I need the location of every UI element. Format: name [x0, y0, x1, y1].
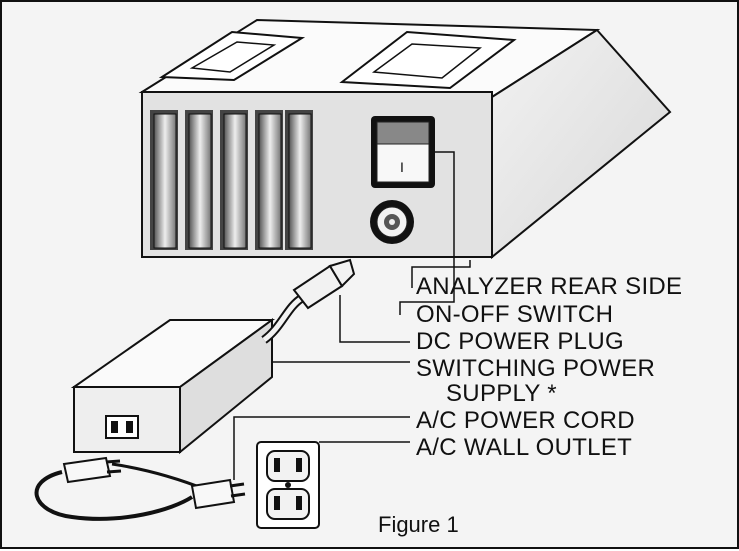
wall-outlet: [256, 441, 320, 529]
fin: [285, 110, 313, 250]
fin: [185, 110, 213, 250]
power-supply-brick: [70, 318, 276, 455]
ac-power-cord: [34, 456, 246, 521]
leader-cord: [233, 416, 410, 480]
heat-sink-fins: [150, 110, 313, 250]
leader-dc-plug: [339, 295, 410, 343]
on-off-switch-graphic: I: [371, 116, 435, 188]
top-vent-right-inner: [371, 43, 483, 79]
top-vent-left-inner: [189, 41, 277, 73]
fin: [255, 110, 283, 250]
dc-power-jack: [370, 200, 414, 244]
leader-lines: [233, 151, 471, 480]
label-ac-power-cord: A/C POWER CORD: [416, 407, 635, 434]
leader-analyzer: [411, 260, 471, 288]
label-analyzer-rear-side: ANALYZER REAR SIDE: [416, 273, 683, 300]
psu-ac-inlet: [105, 415, 139, 439]
label-supply-note: SUPPLY *: [446, 380, 557, 407]
ac-cord-plug-left: [62, 456, 112, 484]
fin: [150, 110, 178, 250]
label-switching-power-supply: SWITCHING POWER: [416, 355, 656, 382]
label-on-off-switch: ON-OFF SWITCH: [416, 301, 614, 328]
figure-caption: Figure 1: [378, 512, 459, 537]
ac-cord-plug-right: [190, 478, 236, 510]
top-vent-right: [339, 30, 517, 90]
leader-switch: [399, 151, 455, 315]
dc-plug-tip: [328, 258, 356, 288]
dc-cable: [261, 258, 356, 344]
switch-mark: I: [400, 159, 404, 175]
fin: [220, 110, 248, 250]
label-dc-power-plug: DC POWER PLUG: [416, 328, 624, 355]
label-ac-wall-outlet: A/C WALL OUTLET: [416, 434, 633, 461]
